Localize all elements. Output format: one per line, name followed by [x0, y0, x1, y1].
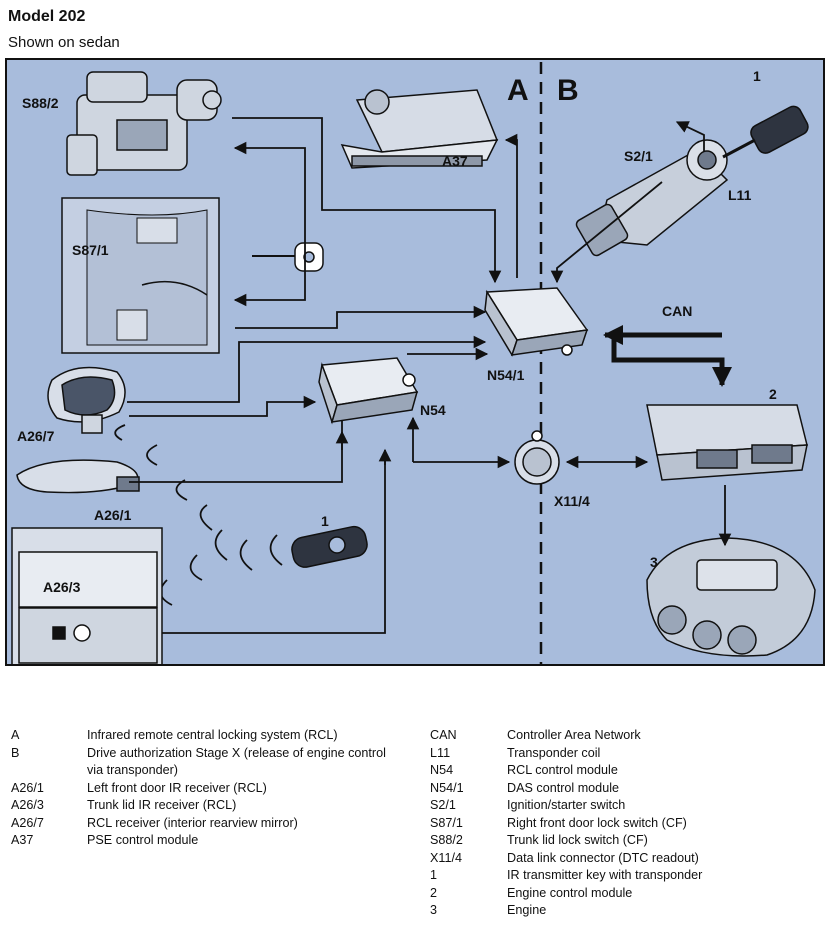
legend-desc: Left front door IR receiver (RCL) [87, 780, 267, 795]
legend-row: A26/3 Trunk lid IR receiver (RCL) [11, 797, 391, 815]
legend-row: S2/1 Ignition/starter switch [430, 797, 760, 815]
label-n54: N54 [420, 402, 446, 418]
label-l11: L11 [728, 187, 752, 203]
connection-lines [127, 117, 732, 634]
legend-row: 2 Engine control module [430, 885, 760, 903]
label-a26-7: A26/7 [17, 428, 55, 444]
legend-code: 1 [430, 868, 438, 882]
section-a-label: A [507, 74, 529, 107]
label-a37: A37 [442, 153, 468, 169]
legend-desc: Trunk lid IR receiver (RCL) [87, 798, 237, 812]
legend-desc: RCL receiver (interior rearview mirror) [87, 815, 298, 830]
rearview-mirror-drawing [47, 366, 126, 434]
legend-right: CAN Controller Area Network L11 Transponde… [430, 727, 760, 920]
legend-row: L11 Transponder coil [430, 745, 760, 763]
label-a26-3: A26/3 [43, 579, 81, 595]
legend-code: X11/4 [430, 850, 462, 865]
mechanical-key-drawing [252, 242, 324, 272]
legend-row: A37 PSE control module [11, 832, 391, 850]
das-module-drawing [484, 287, 589, 357]
legend-row: N54 RCL control module [430, 762, 760, 780]
system-diagram: A B S88/2 A37 S2/1 L11 1 S87/1 CAN N54/1… [5, 58, 825, 666]
legend-code: B [11, 745, 20, 760]
legend-desc: DAS control module [507, 780, 619, 795]
engine-control-module-drawing [646, 404, 808, 481]
legend-code: A26/3 [11, 798, 44, 812]
label-s87-1: S87/1 [72, 242, 109, 258]
label-ecm-2: 2 [769, 386, 777, 402]
legend-row: 1 IR transmitter key with transponder [430, 867, 760, 885]
engine-drawing [646, 537, 816, 657]
label-can: CAN [662, 303, 692, 319]
label-s88-2: S88/2 [22, 95, 59, 111]
legend-desc: PSE control module [87, 833, 199, 847]
legend-desc: Right front door lock switch (CF) [507, 815, 687, 830]
trunk-lock-switch-drawing [66, 71, 222, 176]
legend-row: CAN Controller Area Network [430, 727, 760, 745]
legend-code: S88/2 [430, 833, 463, 847]
diagram-svg: A B S88/2 A37 S2/1 L11 1 S87/1 CAN N54/1… [11, 62, 816, 664]
door-lock-switch-inset [61, 197, 220, 354]
legend-left: A Infrared remote central locking system … [11, 727, 391, 850]
legend-code: S2/1 [430, 798, 456, 812]
legend-code: S87/1 [430, 815, 463, 830]
trunk-lid-panel-drawing [11, 527, 163, 664]
legend-desc: Ignition/starter switch [507, 798, 626, 812]
label-a26-1: A26/1 [94, 507, 132, 523]
legend-row: S88/2 Trunk lid lock switch (CF) [430, 832, 760, 850]
legend-code: CAN [430, 728, 457, 742]
label-n54-1: N54/1 [487, 367, 525, 383]
label-key-1-bottom: 1 [321, 513, 329, 529]
legend-code: N54 [430, 763, 454, 777]
transponder-key-bottom-drawing [291, 525, 368, 568]
label-engine-3: 3 [650, 554, 658, 570]
transponder-key-top-drawing [722, 105, 809, 159]
legend-desc: RCL control module [507, 763, 618, 777]
legend-row: A26/1 Left front door IR receiver (RCL) [11, 780, 391, 798]
legend-code: L11 [430, 745, 451, 760]
legend-desc: Drive authorization Stage X (release of … [87, 745, 386, 778]
door-handle-drawing [16, 459, 140, 494]
data-link-connector-drawing [514, 430, 560, 485]
legend-code: 3 [430, 903, 438, 917]
legend-desc: IR transmitter key with transponder [507, 868, 703, 882]
label-s2-1: S2/1 [624, 148, 653, 164]
page-subtitle: Shown on sedan [8, 34, 120, 51]
legend-code: A37 [11, 833, 34, 847]
legend-desc: Data link connector (DTC readout) [507, 850, 699, 865]
label-key-1-top: 1 [753, 68, 761, 84]
legend-row: N54/1 DAS control module [430, 780, 760, 798]
legend-code: A26/1 [11, 780, 44, 795]
legend-desc: Transponder coil [507, 745, 601, 760]
legend-desc: Engine control module [507, 885, 633, 900]
page-title: Model 202 [8, 8, 86, 25]
legend-row: 3 Engine [430, 902, 760, 920]
can-bus-arrows [603, 325, 732, 387]
pse-module-drawing [340, 89, 499, 169]
legend-code: 2 [430, 885, 438, 900]
legend-row: A Infrared remote central locking system … [11, 727, 391, 745]
legend-desc: Infrared remote central locking system (… [87, 728, 338, 742]
legend-code: N54/1 [430, 780, 464, 795]
legend-row: B Drive authorization Stage X (release of… [11, 745, 391, 780]
label-x11-4: X11/4 [554, 493, 590, 509]
section-b-label: B [557, 74, 579, 107]
rcl-module-drawing [318, 357, 419, 425]
legend-row: A26/7 RCL receiver (interior rearview mir… [11, 815, 391, 833]
legend-code: A26/7 [11, 815, 44, 830]
legend-desc: Trunk lid lock switch (CF) [507, 833, 648, 847]
legend-row: X11/4 Data link connector (DTC readout) [430, 850, 760, 868]
legend-desc: Engine [507, 903, 547, 917]
legend-code: A [11, 728, 20, 742]
legend-row: S87/1 Right front door lock switch (CF) [430, 815, 760, 833]
legend-desc: Controller Area Network [507, 728, 641, 742]
